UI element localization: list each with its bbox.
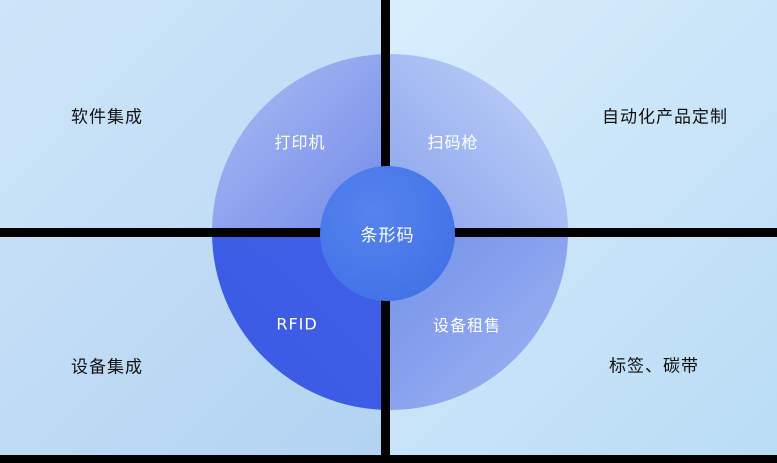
- outer-circle: [212, 54, 568, 410]
- corner-label-software-integration: 软件集成: [71, 107, 143, 128]
- center-circle: 条形码: [320, 166, 455, 301]
- segment-label-rfid: RFID: [276, 314, 318, 334]
- segment-label-printer: 打印机: [274, 133, 326, 152]
- segment-label-scanner: 扫码枪: [427, 133, 479, 152]
- corner-label-labels-ribbons: 标签、碳带: [609, 356, 699, 377]
- corner-label-device-integration: 设备集成: [71, 357, 143, 378]
- corner-label-automation-customization: 自动化产品定制: [602, 107, 728, 128]
- divider-bottom-edge: [0, 455, 777, 463]
- center-label-barcode: 条形码: [360, 226, 415, 246]
- segment-label-rental: 设备租售: [432, 316, 502, 335]
